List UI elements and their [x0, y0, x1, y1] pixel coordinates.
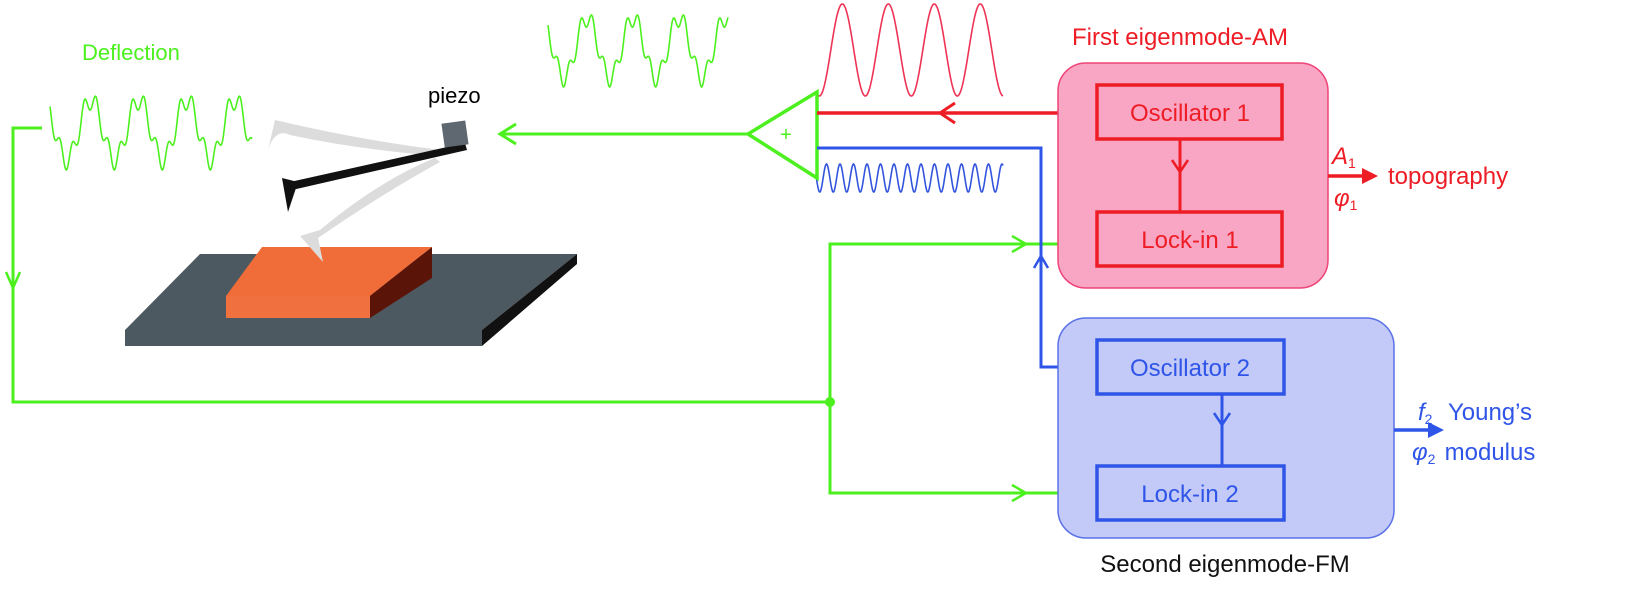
oscillator-1-label: Oscillator 1 — [1130, 100, 1250, 127]
deflection-feedback-line — [11, 126, 830, 404]
osc1-lockin1-arrow-icon — [1170, 159, 1190, 175]
piezo-label: piezo — [428, 83, 481, 108]
cantilever-ghost-up — [268, 120, 440, 156]
substrate-front — [125, 330, 482, 346]
deflection-waveform — [49, 95, 253, 171]
second-eigenmode-panel — [1057, 317, 1395, 539]
first-eigenmode-title: First eigenmode-AM — [1072, 24, 1288, 51]
youngs-label-line1: Young’s — [1448, 399, 1532, 426]
sample-stage — [125, 247, 577, 346]
piezo-block — [441, 120, 469, 148]
cantilever-tip — [282, 178, 298, 212]
lockin1-input-arrow-icon — [1011, 234, 1029, 254]
first-mode-drive-waveform — [816, 3, 1004, 97]
lock-in-2-block[interactable] — [1095, 464, 1286, 522]
summer-plus: + — [780, 124, 792, 146]
to-lockin2-line — [828, 402, 1100, 495]
sample-front — [226, 296, 370, 318]
topography-label: topography — [1388, 163, 1508, 190]
to-lockin1-line — [828, 242, 1100, 402]
osc2-lockin2-arrow-icon — [1212, 412, 1232, 428]
summed-drive-waveform — [547, 14, 729, 88]
deflection-label: Deflection — [82, 40, 180, 65]
cantilever — [290, 143, 467, 190]
piezo-input-arrow-icon — [497, 122, 517, 146]
second-mode-drive-waveform — [812, 162, 1004, 193]
sample-top — [226, 247, 432, 296]
cantilever-ghost-down — [300, 158, 440, 262]
loop-down-arrow-icon — [4, 271, 22, 292]
second-eigenmode-title: Second eigenmode-FM — [1100, 551, 1349, 578]
lockin2-input-arrow-icon — [1011, 483, 1029, 503]
youngs-label-line2: modulus — [1445, 439, 1536, 466]
oscillator-2-block[interactable] — [1095, 338, 1286, 396]
sample-side — [370, 247, 432, 318]
A1-symbol: A1 — [1330, 143, 1356, 171]
phi1-symbol: φ1 — [1334, 185, 1358, 213]
lock-in-2-label: Lock-in 2 — [1141, 481, 1238, 508]
oscillator-1-block[interactable] — [1095, 83, 1284, 141]
f2-symbol: f2 — [1418, 399, 1433, 427]
oscillator-2-label: Oscillator 2 — [1130, 355, 1250, 382]
phi2-symbol: φ2 — [1412, 439, 1436, 467]
summing-amplifier — [744, 88, 819, 182]
osc2-drive-arrow-icon — [1032, 253, 1050, 269]
topography-arrow-icon — [1362, 168, 1378, 184]
youngs-modulus-arrow-icon — [1428, 422, 1444, 438]
substrate-side — [482, 254, 577, 346]
lock-in-1-label: Lock-in 1 — [1141, 227, 1238, 254]
osc1-drive-arrow-icon — [937, 101, 956, 125]
lock-in-1-block[interactable] — [1095, 210, 1284, 268]
